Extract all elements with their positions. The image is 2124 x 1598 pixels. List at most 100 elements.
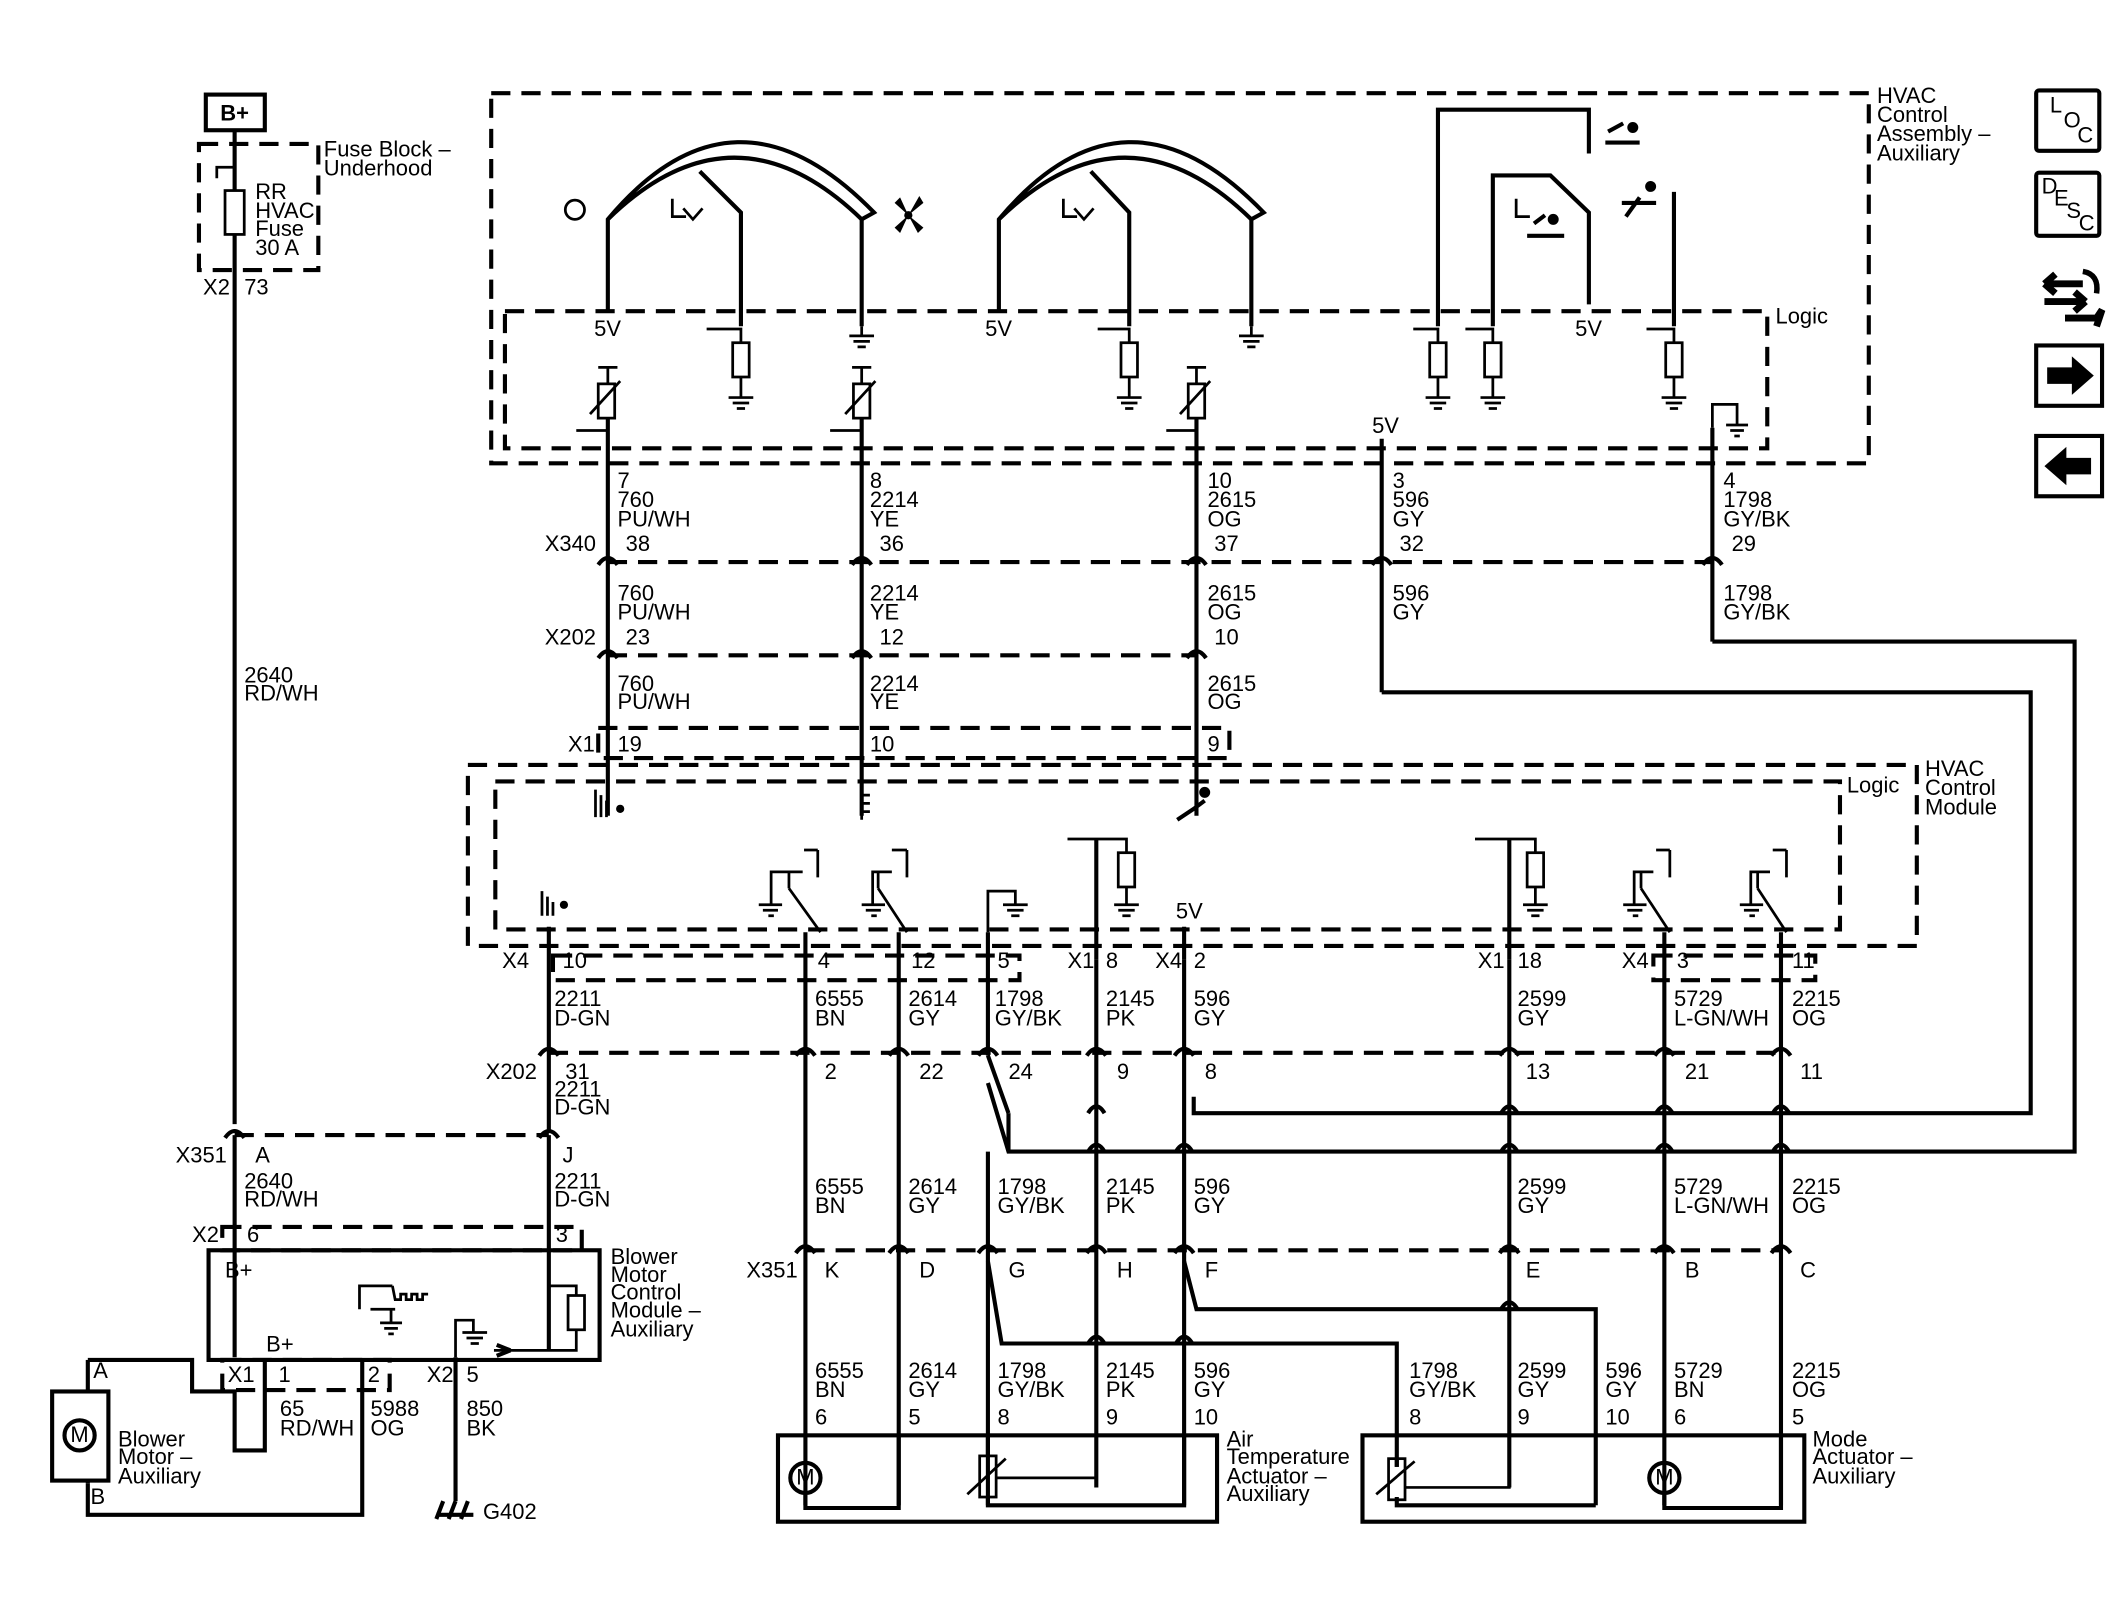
svg-text:X202: X202 xyxy=(486,1059,537,1084)
svg-text:B: B xyxy=(1685,1258,1700,1283)
svg-text:G: G xyxy=(1008,1258,1025,1283)
wire-crossings xyxy=(1086,1104,1791,1345)
svg-text:38: 38 xyxy=(626,531,650,556)
svg-text:6: 6 xyxy=(247,1222,259,1247)
mode-icon xyxy=(1176,786,1211,822)
svg-text:10: 10 xyxy=(870,731,894,756)
connector-x351-right: X351 K D G H F E B C xyxy=(746,1244,1816,1283)
svg-text:11: 11 xyxy=(1792,948,1815,973)
blower-speed-icon-2 xyxy=(540,891,569,916)
svg-text:37: 37 xyxy=(1214,531,1238,556)
pot-2 xyxy=(830,366,877,432)
v5-label-1: 5V xyxy=(594,316,621,341)
location-view-button[interactable]: L O C xyxy=(2034,88,2102,153)
svg-text:X340: X340 xyxy=(545,531,596,556)
ground-g402: G402 xyxy=(434,1499,537,1524)
svg-text:32: 32 xyxy=(1400,531,1424,556)
module-5v-label: 5V xyxy=(1176,899,1203,924)
svg-text:H: H xyxy=(1117,1258,1133,1283)
v5-label-3: 5V xyxy=(1575,316,1602,341)
svg-text:X1: X1 xyxy=(228,1362,255,1387)
svg-text:O: O xyxy=(2064,108,2081,133)
svg-text:M: M xyxy=(70,1422,88,1447)
bplus-label: B+ xyxy=(220,101,249,126)
svg-text:10: 10 xyxy=(1214,624,1238,649)
svg-text:X1: X1 xyxy=(568,731,595,756)
fuse-pin-73: 73 xyxy=(244,275,268,300)
connector-tools-button[interactable] xyxy=(2042,268,2106,328)
vent-icon-3 xyxy=(1621,180,1657,218)
switch-icon xyxy=(670,198,704,222)
fuse-block-underhood: Fuse Block – Underhood RR HVAC Fuse 30 A… xyxy=(196,130,457,300)
svg-text:D: D xyxy=(2042,173,2058,198)
svg-text:J: J xyxy=(563,1143,574,1168)
hvac-module-title: HVAC Control Module xyxy=(1925,756,2002,819)
svg-text:10: 10 xyxy=(563,948,587,973)
wire-65 xyxy=(87,1357,267,1453)
svg-text:8: 8 xyxy=(1106,948,1118,973)
svg-text:M: M xyxy=(796,1465,814,1490)
svg-text:12: 12 xyxy=(911,948,935,973)
svg-text:X4: X4 xyxy=(1622,948,1649,973)
wire-5988 xyxy=(85,1359,365,1517)
blower-module-title: Blower Motor Control Module – Auxiliary xyxy=(611,1244,707,1342)
svg-text:2: 2 xyxy=(368,1362,380,1387)
svg-text:3: 3 xyxy=(556,1222,568,1247)
svg-text:X2: X2 xyxy=(192,1222,219,1247)
pot-1 xyxy=(576,366,622,432)
switch-icon-2 xyxy=(1062,198,1095,222)
fan-icon xyxy=(894,196,924,234)
svg-text:B+: B+ xyxy=(266,1332,293,1357)
svg-text:X351: X351 xyxy=(746,1258,797,1283)
assembly-logic-label: Logic xyxy=(1775,304,1827,329)
svg-text:K: K xyxy=(825,1258,840,1283)
svg-text:5: 5 xyxy=(998,948,1010,973)
previous-page-button[interactable] xyxy=(2034,433,2105,499)
svg-text:A: A xyxy=(93,1358,108,1383)
svg-text:E: E xyxy=(1526,1258,1541,1283)
description-view-button[interactable]: D E S C xyxy=(2034,170,2102,238)
svg-text:8: 8 xyxy=(1205,1059,1217,1084)
svg-text:11: 11 xyxy=(1800,1059,1823,1084)
v5-label-2: 5V xyxy=(985,316,1012,341)
off-icon xyxy=(563,198,586,221)
svg-text:C: C xyxy=(2077,123,2093,148)
svg-text:19: 19 xyxy=(617,731,641,756)
fuse-block-title: Fuse Block – Underhood xyxy=(324,136,457,180)
wrench-arrows-icon xyxy=(2042,268,2106,328)
v5-label-4: 5V xyxy=(1372,413,1399,438)
svg-text:31: 31 xyxy=(565,1059,589,1084)
svg-text:29: 29 xyxy=(1732,531,1756,556)
svg-text:12: 12 xyxy=(880,624,904,649)
hvac-assembly-title: HVAC Control Assembly – Auxiliary xyxy=(1877,83,1997,166)
fuse-label: RR HVAC Fuse 30 A xyxy=(255,179,320,260)
module-logic-label: Logic xyxy=(1847,772,1899,797)
next-page-button[interactable] xyxy=(2034,343,2105,408)
